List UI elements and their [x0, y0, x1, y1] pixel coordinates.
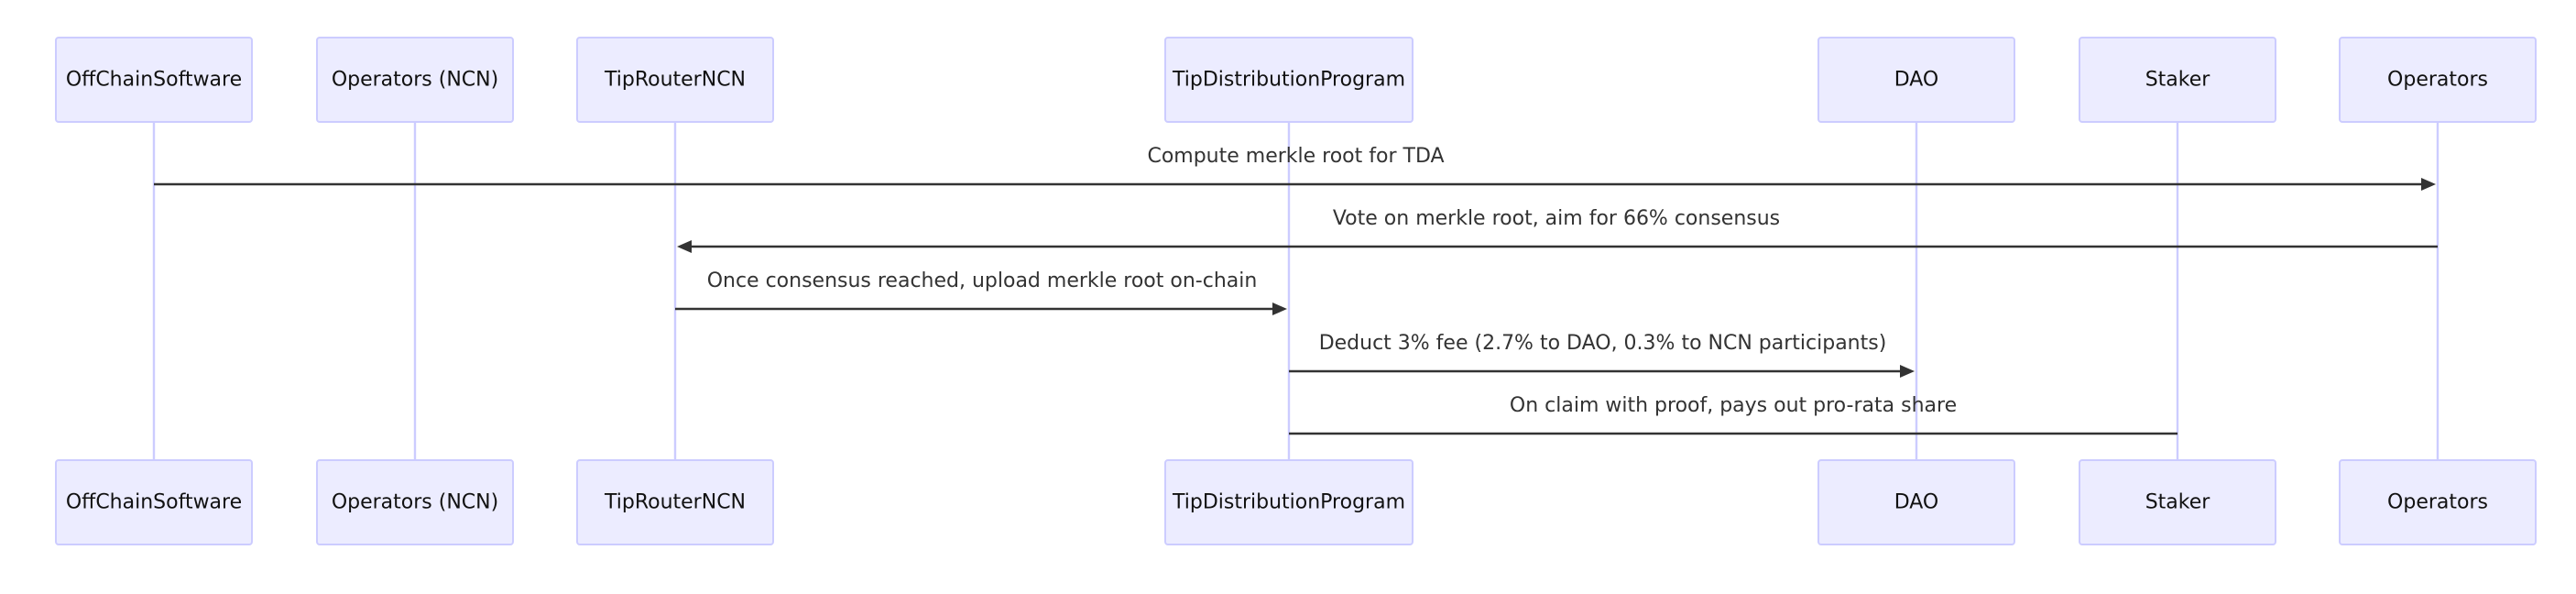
- message-3: Once consensus reached, upload merkle ro…: [675, 270, 1287, 315]
- actor-staker-bottom: Staker: [2079, 459, 2276, 545]
- message-5: On claim with proof, pays out pro-rata s…: [1289, 394, 2178, 435]
- actors-top-row: OffChainSoftware Operators (NCN) TipRouter…: [55, 37, 2537, 123]
- arrowhead: [677, 240, 692, 253]
- actor-label: Operators (NCN): [332, 491, 498, 514]
- message-label: Compute merkle root for TDA: [1147, 145, 1444, 168]
- actor-tipdistribution-bottom: TipDistributionProgram: [1164, 459, 1414, 545]
- actor-label: TipDistributionProgram: [1172, 491, 1405, 514]
- actor-label: Staker: [2145, 69, 2211, 92]
- actor-staker-top: Staker: [2079, 37, 2276, 123]
- message-2: Vote on merkle root, aim for 66% consens…: [677, 207, 2438, 253]
- actor-box: [2079, 37, 2276, 123]
- actor-tipdistribution-top: TipDistributionProgram: [1164, 37, 1414, 123]
- actor-box: [2339, 37, 2537, 123]
- arrowhead: [1900, 365, 1915, 378]
- actor-label: OffChainSoftware: [66, 69, 242, 92]
- actor-tiprouter-bottom: TipRouterNCN: [576, 459, 774, 545]
- actor-label: TipRouterNCN: [604, 69, 746, 92]
- arrowhead: [1272, 302, 1287, 315]
- actor-box: [316, 459, 514, 545]
- actor-box: [2339, 459, 2537, 545]
- actor-box: [1817, 37, 2015, 123]
- actor-dao-bottom: DAO: [1817, 459, 2015, 545]
- message-label: Deduct 3% fee (2.7% to DAO, 0.3% to NCN …: [1319, 332, 1887, 355]
- actor-label: Operators (NCN): [332, 69, 498, 92]
- actor-label: TipRouterNCN: [604, 491, 746, 514]
- actor-tiprouter-top: TipRouterNCN: [576, 37, 774, 123]
- actor-box: [1164, 459, 1414, 545]
- actor-operators-ncn-bottom: Operators (NCN): [316, 459, 514, 545]
- actor-box: [316, 37, 514, 123]
- message-4: Deduct 3% fee (2.7% to DAO, 0.3% to NCN …: [1289, 332, 1915, 378]
- actor-label: Operators: [2387, 69, 2488, 92]
- actor-box: [55, 459, 253, 545]
- actor-dao-top: DAO: [1817, 37, 2015, 123]
- actor-box: [576, 37, 774, 123]
- actor-label: Staker: [2145, 491, 2211, 514]
- actor-box: [55, 37, 253, 123]
- actor-label: TipDistributionProgram: [1172, 69, 1405, 92]
- actor-operators-top: Operators: [2339, 37, 2537, 123]
- message-label: On claim with proof, pays out pro-rata s…: [1510, 394, 1957, 417]
- message-1: Compute merkle root for TDA: [154, 145, 2436, 191]
- arrowhead: [2421, 178, 2436, 191]
- actor-box: [2079, 459, 2276, 545]
- actor-offchain-bottom: OffChainSoftware: [55, 459, 253, 545]
- lifelines: [152, 122, 2440, 460]
- message-label: Once consensus reached, upload merkle ro…: [707, 270, 1258, 292]
- actor-label: Operators: [2387, 491, 2488, 514]
- actor-box: [1817, 459, 2015, 545]
- actor-offchain-top: OffChainSoftware: [55, 37, 253, 123]
- actor-label: DAO: [1894, 491, 1939, 514]
- actor-operators-ncn-top: Operators (NCN): [316, 37, 514, 123]
- actors-bottom-row: OffChainSoftware Operators (NCN) TipRouter…: [55, 459, 2537, 545]
- actor-box: [576, 459, 774, 545]
- actor-label: DAO: [1894, 69, 1939, 92]
- actor-label: OffChainSoftware: [66, 491, 242, 514]
- actor-box: [1164, 37, 1414, 123]
- actor-operators-bottom: Operators: [2339, 459, 2537, 545]
- message-label: Vote on merkle root, aim for 66% consens…: [1333, 207, 1780, 230]
- messages: Compute merkle root for TDA Vote on merkl…: [154, 145, 2438, 435]
